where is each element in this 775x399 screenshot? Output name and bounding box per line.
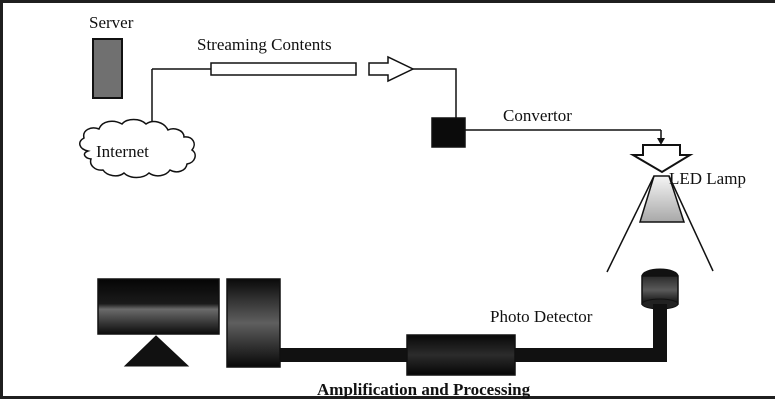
led-ray-left [606, 175, 655, 273]
amplification-label: Amplification and Processing [317, 380, 531, 399]
photo-detector-label: Photo Detector [490, 307, 593, 326]
amplification-box [406, 334, 516, 376]
led-input-arrow [629, 144, 694, 174]
internet-cloud [79, 118, 196, 179]
detector-signal-line [515, 304, 667, 362]
streaming-contents-label: Streaming Contents [197, 35, 332, 54]
convertor-label: Convertor [503, 106, 572, 125]
streaming-arrow [368, 55, 415, 83]
server-box [92, 38, 123, 99]
internet-label: Internet [96, 142, 149, 161]
stream-to-convertor-line [413, 68, 457, 118]
computer-tower [226, 278, 281, 368]
server-label: Server [89, 13, 134, 32]
led-ray-right [668, 175, 714, 272]
monitor-stand [123, 335, 190, 367]
convertor-box [431, 117, 466, 148]
down-arrow-head-icon [657, 138, 665, 145]
monitor-screen [97, 278, 220, 335]
streaming-box [210, 62, 357, 76]
led-lamp-label: LED Lamp [669, 169, 746, 188]
led-lamp-shape [638, 175, 686, 223]
